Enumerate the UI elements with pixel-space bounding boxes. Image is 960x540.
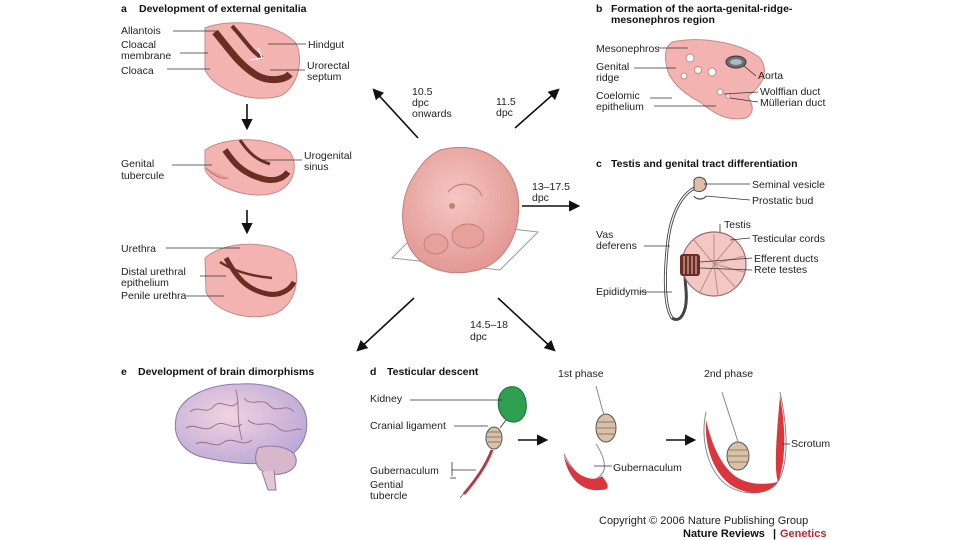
label-gential-tubercle-2: tubercle <box>370 490 408 502</box>
label-epididymis: Epididymis <box>596 286 647 298</box>
journal-section: Genetics <box>780 528 826 540</box>
label-mesonephros: Mesonephros <box>596 43 660 55</box>
label-seminal-vesicle: Seminal vesicle <box>752 179 825 191</box>
label-cloaca: Cloaca <box>121 65 154 77</box>
timing-10-5: 10.5 <box>412 86 433 98</box>
panel-e-title: Development of brain dimorphisms <box>138 366 314 378</box>
label-vas-deferens-2: deferens <box>596 240 637 252</box>
panel-c-title: Testis and genital tract differentiation <box>611 158 798 170</box>
panel-d-letter: d <box>370 366 376 378</box>
descent-stage-second-phase <box>703 391 787 494</box>
descent-stage-initial <box>459 386 527 499</box>
panel-b-title-2: mesonephros region <box>611 14 715 26</box>
central-embryo <box>390 146 540 274</box>
label-cloacal-membrane-2: membrane <box>121 50 171 62</box>
label-hindgut: Hindgut <box>308 39 344 51</box>
label-second-phase: 2nd phase <box>704 368 753 380</box>
timing-11-5-unit: dpc <box>496 107 513 119</box>
panel-a: a Development of external genitalia Alla… <box>121 3 352 318</box>
label-cloacal-membrane: Cloacal <box>121 39 156 51</box>
panel-e: e Development of brain dimorphisms <box>121 366 314 491</box>
label-coelomic-epithelium-2: epithelium <box>596 101 644 113</box>
panel-b-title: Formation of the aorta-genital-ridge- <box>611 3 793 15</box>
panel-d: d Testicular descent 1st phase 2nd phase… <box>370 366 830 502</box>
timing-10-5-onwards: onwards <box>412 108 452 120</box>
journal-separator: | <box>773 528 776 540</box>
label-urethra: Urethra <box>121 243 156 255</box>
copyright-text: Copyright © 2006 Nature Publishing Group <box>599 515 808 527</box>
label-vas-deferens: Vas <box>596 229 613 241</box>
arrow-to-panel-a <box>372 88 419 139</box>
external-genitalia-stage-3 <box>204 243 298 318</box>
arrow-to-panel-e <box>356 297 415 352</box>
label-urorectal-septum-2: septum <box>307 71 342 83</box>
label-gubernaculum: Gubernaculum <box>370 465 439 477</box>
label-urorectal-septum: Urorectal <box>307 60 350 72</box>
label-testis: Testis <box>724 219 751 231</box>
label-genital-ridge: Genital <box>596 61 629 73</box>
timing-10-5-unit: dpc <box>412 97 429 109</box>
footer: Copyright © 2006 Nature Publishing Group… <box>599 515 826 540</box>
panel-d-title: Testicular descent <box>387 366 479 378</box>
timing-13-17-5: 13–17.5 <box>532 181 570 193</box>
panel-c-letter: c <box>596 158 602 170</box>
label-first-phase: 1st phase <box>558 368 604 380</box>
panel-c: c Testis and genital tract differentiati… <box>596 158 825 321</box>
label-urogenital-sinus: Urogenital <box>304 150 352 162</box>
label-gential-tubercle: Gential <box>370 479 403 491</box>
agm-region-illustration <box>664 39 765 120</box>
panel-a-title: Development of external genitalia <box>139 3 307 15</box>
timing-13-17-5-unit: dpc <box>532 192 549 204</box>
label-kidney: Kidney <box>370 393 403 405</box>
arrow-to-panel-b <box>514 88 560 129</box>
label-rete-testes: Rete testes <box>754 264 807 276</box>
journal-name: Nature Reviews <box>683 528 765 540</box>
panel-b: b Formation of the aorta-genital-ridge- … <box>596 3 825 120</box>
label-genital-ridge-2: ridge <box>596 72 620 84</box>
external-genitalia-stage-2 <box>204 139 295 196</box>
label-testicular-cords: Testicular cords <box>752 233 825 245</box>
label-aorta: Aorta <box>758 70 783 82</box>
label-genital-tubercule-2: tubercule <box>121 170 164 182</box>
label-mullerian-duct: Müllerian duct <box>760 97 825 109</box>
label-scrotum: Scrotum <box>791 438 830 450</box>
external-genitalia-stage-1 <box>204 22 301 99</box>
panel-a-letter: a <box>121 3 127 15</box>
brain-illustration <box>174 383 308 491</box>
timing-11-5: 11.5 <box>496 96 516 108</box>
panel-e-letter: e <box>121 366 127 378</box>
label-penile-urethra: Penile urethra <box>121 290 187 302</box>
label-urogenital-sinus-2: sinus <box>304 161 329 173</box>
label-allantois: Allantois <box>121 25 161 37</box>
label-gubernaculum-phase-1: Gubernaculum <box>613 462 682 474</box>
testis-genital-tract-illustration <box>663 176 747 321</box>
timing-14-5-18: 14.5–18 <box>470 319 508 331</box>
panel-b-letter: b <box>596 3 602 15</box>
label-distal-urethral-epithelium: Distal urethral <box>121 266 186 278</box>
label-distal-urethral-epithelium-2: epithelium <box>121 277 169 289</box>
timing-14-5-18-unit: dpc <box>470 331 487 343</box>
arrow-to-panel-d <box>497 297 556 352</box>
label-cranial-ligament: Cranial ligament <box>370 420 446 432</box>
label-prostatic-bud: Prostatic bud <box>752 195 813 207</box>
label-genital-tubercule: Genital <box>121 158 154 170</box>
label-coelomic-epithelium: Coelomic <box>596 90 640 102</box>
label-wolffian-duct: Wolffian duct <box>760 86 820 98</box>
label-efferent-ducts: Efferent ducts <box>754 253 819 265</box>
descent-stage-first-phase <box>563 385 617 491</box>
